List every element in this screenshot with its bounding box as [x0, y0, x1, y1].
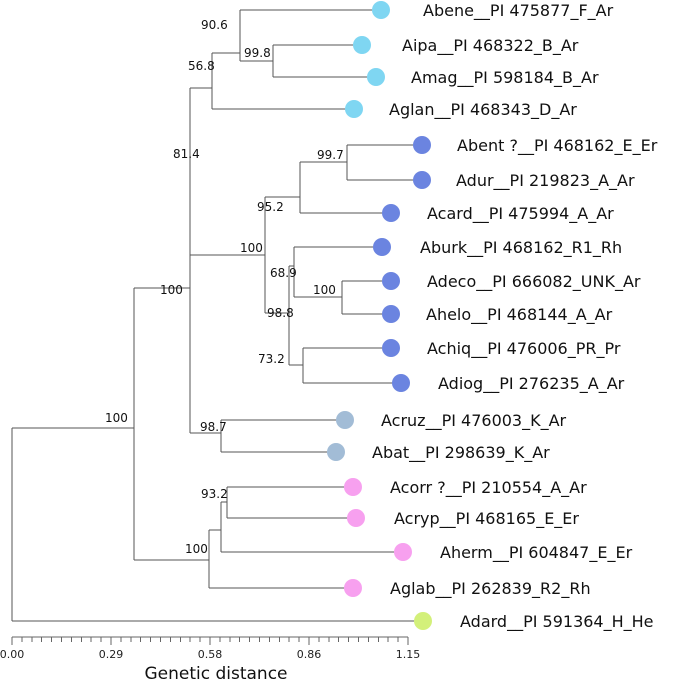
bootstrap-value: 90.6	[201, 18, 228, 32]
leaf-marker	[413, 171, 431, 189]
leaf-marker	[382, 204, 400, 222]
leaf-label: Abat__PI 298639_K_Ar	[372, 443, 550, 463]
bootstrap-value: 100	[240, 241, 263, 255]
leaf-marker	[345, 100, 363, 118]
leaf-marker	[344, 579, 362, 597]
axis-ticks	[11, 637, 409, 645]
leaf-label: Aglab__PI 262839_R2_Rh	[390, 579, 591, 599]
bootstrap-value: 100	[105, 411, 128, 425]
leaf-marker	[382, 339, 400, 357]
leaf-label: Ahelo__PI 468144_A_Ar	[426, 305, 613, 325]
leaf-marker	[392, 374, 410, 392]
tick-label: 1.15	[396, 648, 421, 661]
bootstrap-value: 93.2	[201, 487, 228, 501]
leaf-marker	[394, 543, 412, 561]
tree-branches	[11, 9, 423, 622]
bootstrap-value: 100	[160, 283, 183, 297]
leaf-label: Aherm__PI 604847_E_Er	[440, 543, 633, 563]
leaf-marker	[372, 1, 390, 19]
bootstrap-value: 68.9	[270, 266, 297, 280]
leaf-marker	[382, 272, 400, 290]
leaf-label: Abent ?__PI 468162_E_Er	[457, 136, 658, 156]
leaf-markers	[327, 1, 432, 630]
bootstrap-value: 81.4	[173, 147, 200, 161]
leaf-label: Aglan__PI 468343_D_Ar	[389, 100, 577, 120]
distance-axis: 0.00 0.29 0.58 0.86 1.15 Genetic distance	[0, 636, 420, 684]
leaf-label: Adur__PI 219823_A_Ar	[456, 171, 635, 191]
axis-tick-labels: 0.00 0.29 0.58 0.86 1.15	[0, 648, 420, 661]
tick-label: 0.00	[0, 648, 24, 661]
bootstrap-value: 100	[185, 542, 208, 556]
tick-label: 0.86	[297, 648, 322, 661]
tick-label: 0.58	[198, 648, 223, 661]
leaf-label: Aburk__PI 468162_R1_Rh	[420, 238, 622, 258]
leaf-label: Adard__PI 591364_H_He	[460, 612, 654, 632]
leaf-marker	[367, 68, 385, 86]
bootstrap-value: 95.2	[257, 200, 284, 214]
tick-label: 0.29	[99, 648, 124, 661]
leaf-label: Acard__PI 475994_A_Ar	[427, 204, 614, 224]
bootstrap-value: 99.8	[244, 46, 271, 60]
bootstrap-value: 73.2	[258, 352, 285, 366]
bootstrap-labels: 100 100 81.4 56.8 90.6 99.8 100 95.2 99.7 68.9 100…	[105, 18, 344, 556]
bootstrap-value: 99.7	[317, 148, 344, 162]
bootstrap-value: 56.8	[188, 59, 215, 73]
leaf-marker	[336, 411, 354, 429]
leaf-marker	[347, 509, 365, 527]
leaf-label: Acorr ?__PI 210554_A_Ar	[390, 478, 587, 498]
leaf-marker	[382, 305, 400, 323]
leaf-label: Acryp__PI 468165_E_Er	[394, 509, 579, 529]
leaf-marker	[344, 478, 362, 496]
bootstrap-value: 98.8	[267, 306, 294, 320]
leaf-marker	[373, 238, 391, 256]
leaf-label: Adiog__PI 276235_A_Ar	[438, 374, 625, 394]
leaf-label: Adeco__PI 666082_UNK_Ar	[427, 272, 641, 292]
leaf-label: Achiq__PI 476006_PR_Pr	[427, 339, 621, 359]
axis-title: Genetic distance	[144, 664, 287, 684]
leaf-marker	[413, 136, 431, 154]
leaf-label: Acruz__PI 476003_K_Ar	[381, 411, 567, 431]
leaf-label: Abene__PI 475877_F_Ar	[423, 1, 614, 21]
bootstrap-value: 100	[313, 283, 336, 297]
leaf-marker	[327, 443, 345, 461]
leaf-label: Amag__PI 598184_B_Ar	[411, 68, 599, 88]
bootstrap-value: 98.7	[200, 420, 227, 434]
leaf-marker	[414, 612, 432, 630]
leaf-label: Aipa__PI 468322_B_Ar	[402, 36, 579, 56]
leaf-marker	[353, 36, 371, 54]
